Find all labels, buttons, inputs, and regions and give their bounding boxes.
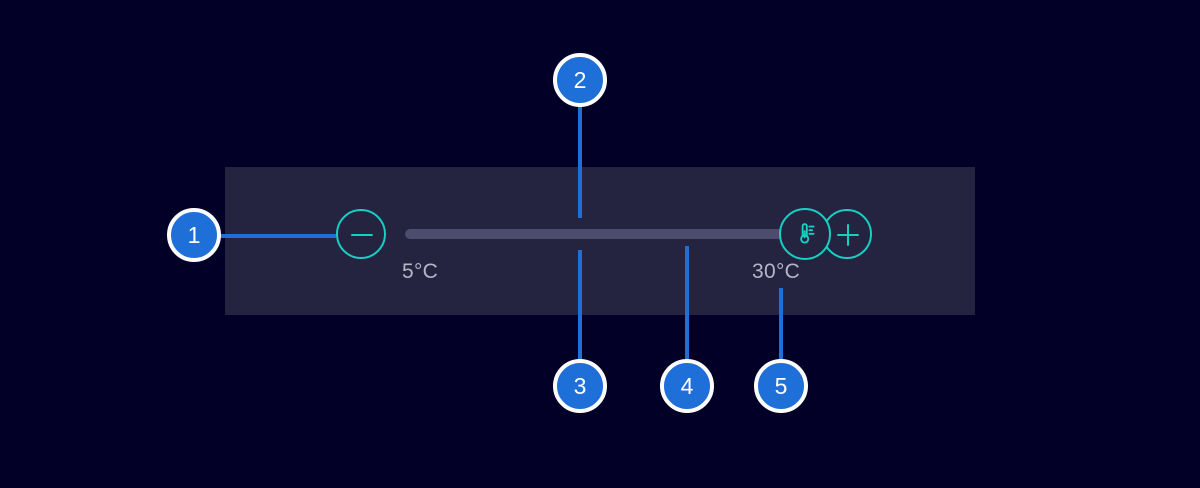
callout-leader-4 <box>685 246 689 360</box>
minus-icon <box>351 233 373 236</box>
callout-badge-5-label: 5 <box>774 372 788 399</box>
decrease-temperature-button[interactable] <box>336 209 386 259</box>
thermometer-icon <box>790 219 820 249</box>
callout-badge-1[interactable]: 1 <box>167 208 221 262</box>
callout-leader-1 <box>216 234 336 238</box>
plus-icon-vertical <box>846 224 849 246</box>
min-temperature-label: 5°C <box>402 260 439 283</box>
temperature-slider: 5°C 30°C <box>225 167 975 315</box>
callout-badge-3-label: 3 <box>573 372 587 399</box>
callout-badge-4-label: 4 <box>680 372 694 399</box>
callout-badge-3[interactable]: 3 <box>553 359 607 413</box>
callout-badge-1-label: 1 <box>187 221 201 248</box>
max-temperature-label: 30°C <box>752 260 801 283</box>
callout-badge-5[interactable]: 5 <box>754 359 808 413</box>
callout-leader-5 <box>779 288 783 360</box>
callout-badge-2[interactable]: 2 <box>553 53 607 107</box>
callout-badge-4[interactable]: 4 <box>660 359 714 413</box>
callout-badge-2-label: 2 <box>573 66 587 93</box>
callout-leader-2 <box>578 106 582 218</box>
slider-handle[interactable] <box>779 208 831 260</box>
callout-leader-3 <box>578 250 582 360</box>
slider-track[interactable] <box>405 229 805 239</box>
